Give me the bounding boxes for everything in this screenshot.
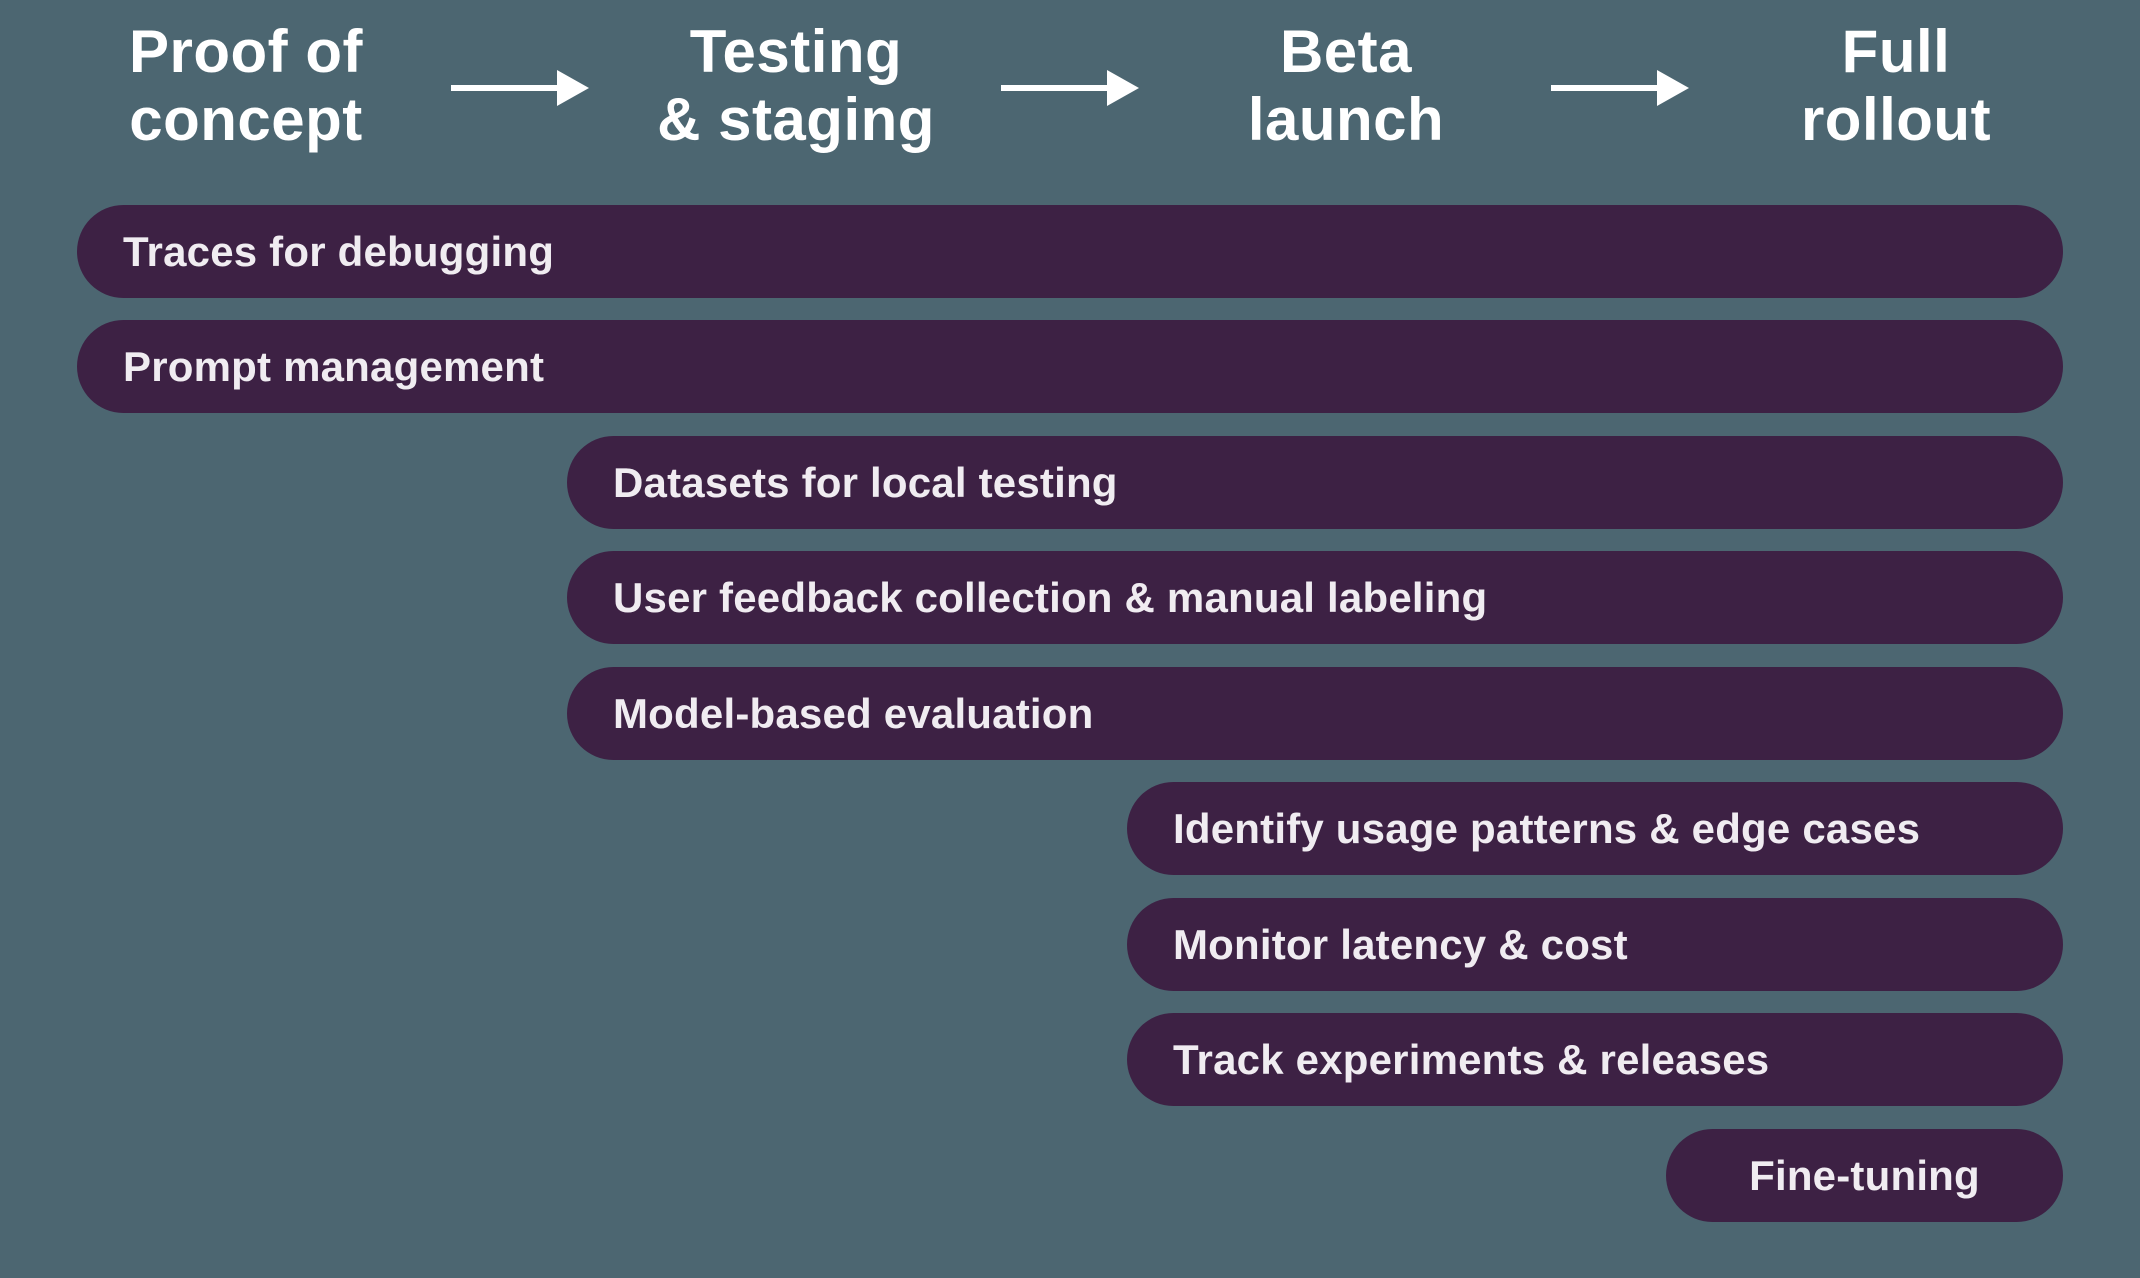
bar-track-experiments-releases: Track experiments & releases	[1127, 1013, 2063, 1106]
stage-line: Beta	[1279, 18, 1413, 85]
stage-line: Full	[1841, 18, 1951, 85]
bar-model-based-evaluation: Model-based evaluation	[567, 667, 2063, 760]
stage-line: Testing	[689, 18, 903, 85]
bar-user-feedback-collection: User feedback collection & manual labeli…	[567, 551, 2063, 644]
bar-monitor-latency-cost: Monitor latency & cost	[1127, 898, 2063, 991]
bar-label: Datasets for local testing	[613, 458, 1118, 506]
arrow-right-icon	[1551, 70, 1689, 106]
stage-label-testing-staging: Testing & staging	[521, 18, 1071, 154]
bar-label: Traces for debugging	[123, 227, 555, 275]
stage-label-full-rollout: Full rollout	[1621, 18, 2140, 154]
bar-label: Monitor latency & cost	[1173, 920, 1628, 968]
bar-identify-usage-patterns: Identify usage patterns & edge cases	[1127, 782, 2063, 875]
bar-prompt-management: Prompt management	[77, 320, 2063, 413]
bar-traces-for-debugging: Traces for debugging	[77, 205, 2063, 298]
bar-label: Model-based evaluation	[613, 689, 1094, 737]
bar-fine-tuning: Fine-tuning	[1666, 1129, 2063, 1222]
stage-line: Proof of	[129, 18, 363, 85]
stage-line: & staging	[657, 86, 935, 153]
arrow-right-icon	[451, 70, 589, 106]
stage-line: rollout	[1800, 86, 1992, 153]
bar-label: Fine-tuning	[1749, 1151, 1980, 1199]
stage-label-proof-of-concept: Proof of concept	[0, 18, 521, 154]
bar-label: Track experiments & releases	[1173, 1035, 1770, 1083]
stage-line: launch	[1247, 86, 1445, 153]
bar-label: Prompt management	[123, 342, 545, 390]
arrow-right-icon	[1001, 70, 1139, 106]
bar-label: Identify usage patterns & edge cases	[1173, 804, 1921, 852]
bar-label: User feedback collection & manual labeli…	[613, 573, 1488, 621]
stage-label-beta-launch: Beta launch	[1071, 18, 1621, 154]
stage-line: concept	[129, 86, 363, 153]
bar-datasets-for-local-testing: Datasets for local testing	[567, 436, 2063, 529]
